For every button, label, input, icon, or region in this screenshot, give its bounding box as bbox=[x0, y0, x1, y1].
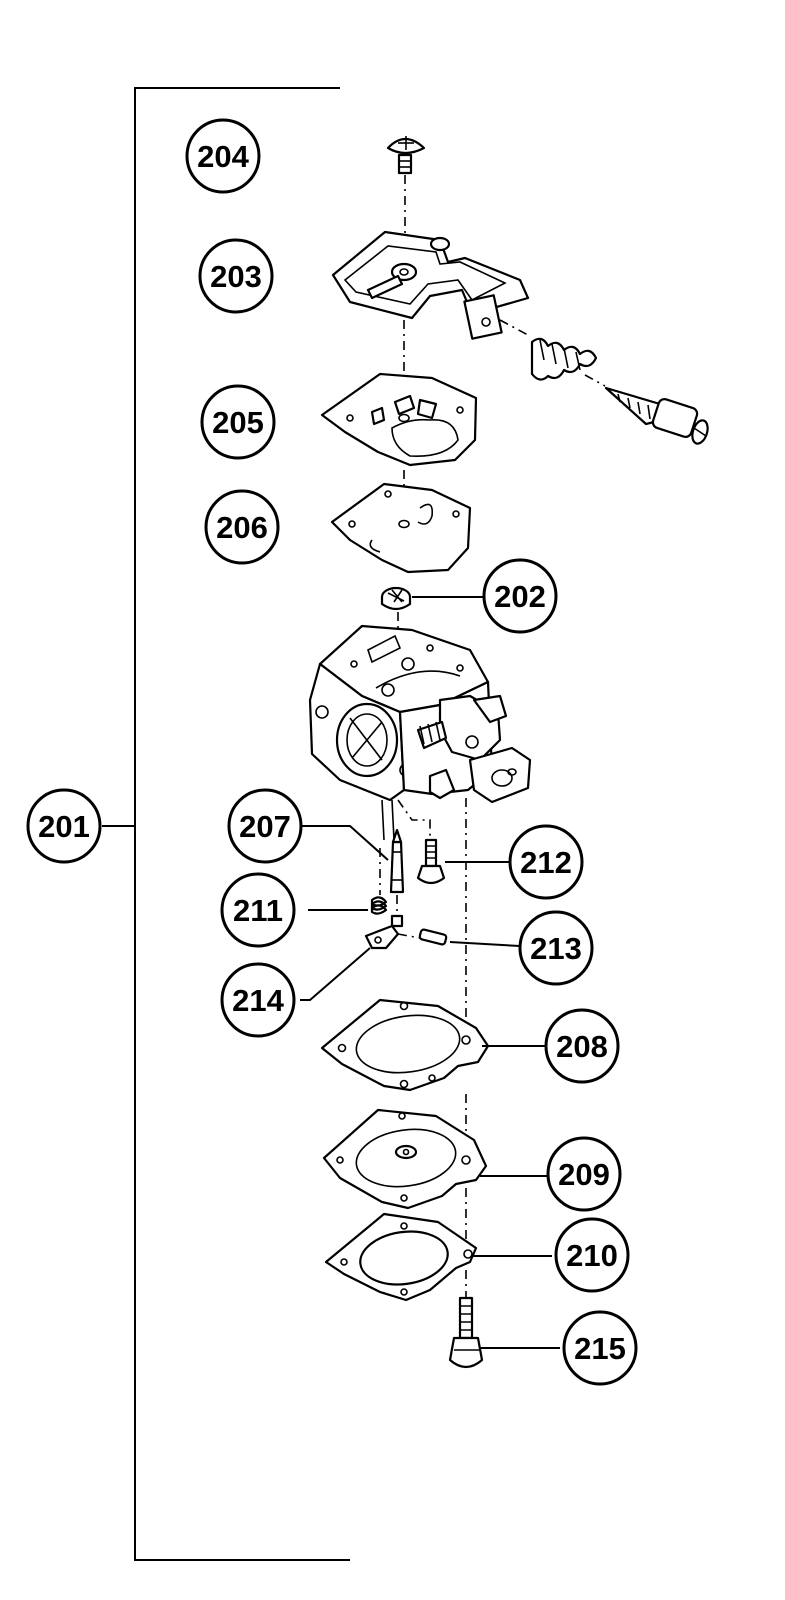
part-213-pin bbox=[418, 928, 521, 947]
callout-211: 211 bbox=[220, 872, 296, 948]
part-212-screw bbox=[397, 799, 512, 885]
part-202-screen bbox=[380, 586, 488, 611]
callout-205: 205 bbox=[200, 384, 276, 460]
callout-210: 210 bbox=[554, 1217, 630, 1293]
part-215-screw bbox=[448, 1270, 560, 1369]
part-204-screw bbox=[386, 136, 426, 262]
label-206: 206 bbox=[216, 510, 268, 545]
callout-215: 215 bbox=[562, 1310, 638, 1386]
label-203: 203 bbox=[210, 259, 262, 294]
part-210-gasket bbox=[324, 1212, 552, 1302]
callout-214: 214 bbox=[220, 962, 296, 1038]
label-207: 207 bbox=[239, 809, 291, 844]
callout-207: 207 bbox=[227, 788, 303, 864]
label-211: 211 bbox=[233, 893, 283, 928]
callout-201: 201 bbox=[26, 788, 102, 864]
label-213: 213 bbox=[530, 931, 582, 966]
assembly-bracket bbox=[102, 87, 350, 1561]
part-209-diaphragm bbox=[322, 1108, 548, 1210]
part-206-plate bbox=[330, 482, 472, 574]
part-207-inlet-needle bbox=[300, 825, 405, 918]
callout-204: 204 bbox=[185, 118, 261, 194]
label-208: 208 bbox=[556, 1029, 608, 1064]
callout-212: 212 bbox=[508, 824, 584, 900]
label-204: 204 bbox=[197, 139, 249, 174]
callout-206: 206 bbox=[204, 489, 280, 565]
callout-213: 213 bbox=[518, 910, 594, 986]
label-210: 210 bbox=[566, 1238, 618, 1273]
label-214: 214 bbox=[232, 983, 284, 1018]
label-201: 201 bbox=[38, 809, 90, 844]
part-205-gasket bbox=[320, 372, 478, 467]
label-215: 215 bbox=[574, 1331, 626, 1366]
label-209: 209 bbox=[558, 1157, 610, 1192]
callout-208: 208 bbox=[544, 1008, 620, 1084]
part-214-metering-lever bbox=[300, 914, 421, 1001]
callout-202: 202 bbox=[482, 558, 558, 634]
label-212: 212 bbox=[520, 845, 572, 880]
part-203-metering-cover bbox=[331, 230, 709, 445]
callout-209: 209 bbox=[546, 1136, 622, 1212]
part-211-spring bbox=[308, 848, 388, 915]
label-202: 202 bbox=[494, 579, 546, 614]
callout-203: 203 bbox=[198, 238, 274, 314]
part-208-gasket bbox=[320, 998, 548, 1092]
label-205: 205 bbox=[212, 405, 264, 440]
carburetor-body bbox=[308, 624, 532, 841]
